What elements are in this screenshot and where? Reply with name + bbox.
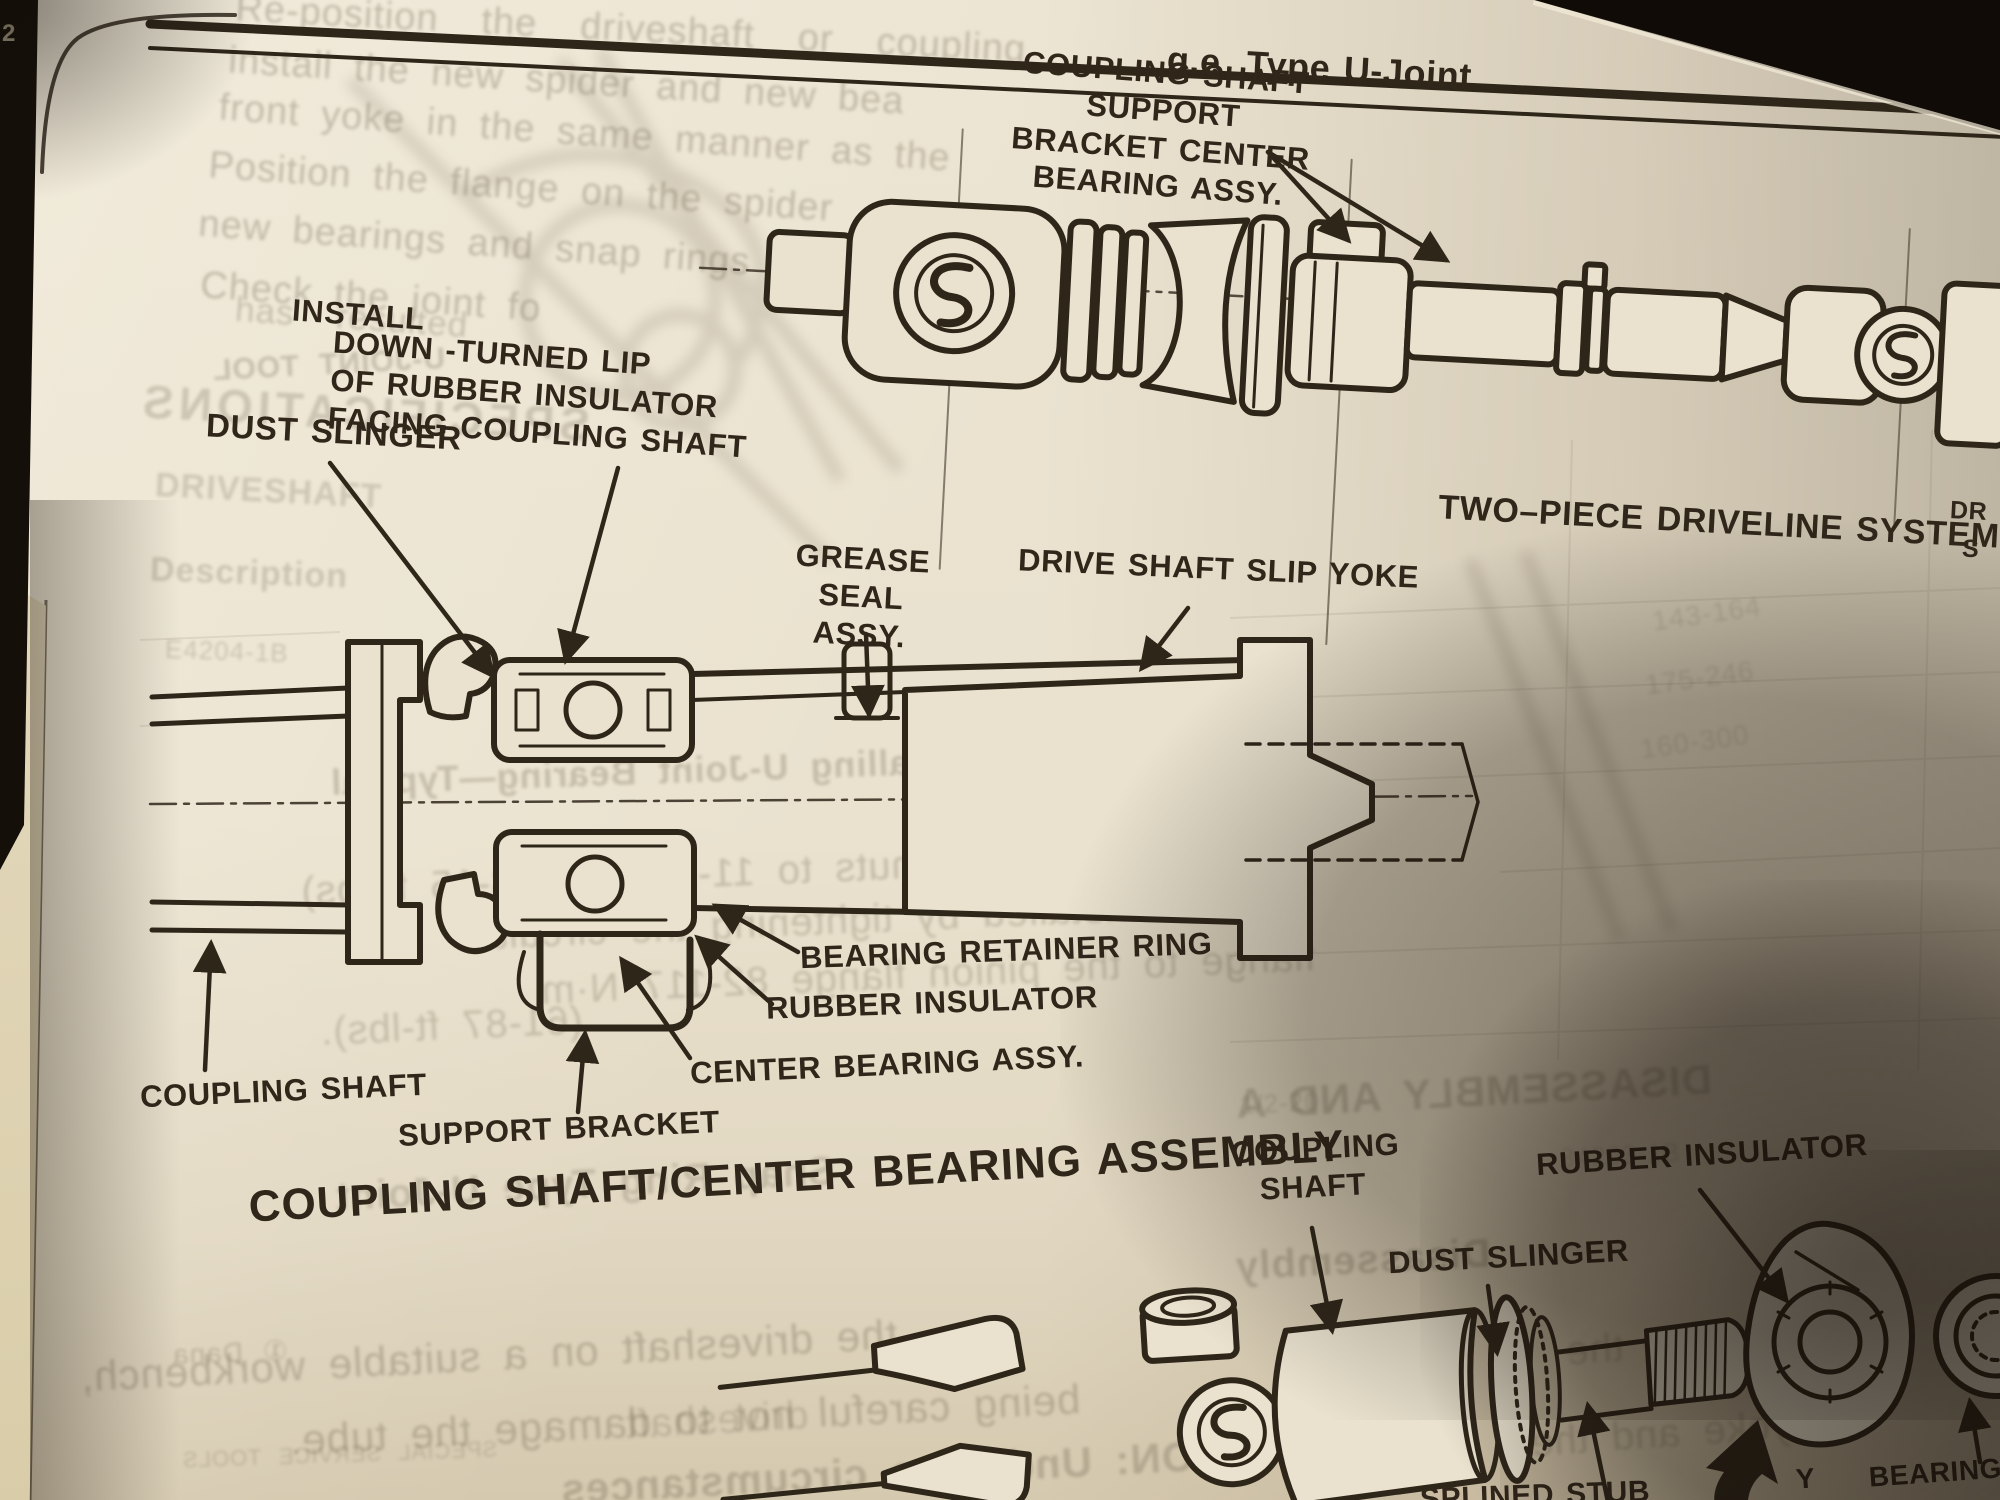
slip-yoke-section	[902, 637, 1480, 961]
u-joint-cross-icon	[893, 232, 1016, 355]
label-coupling-shaft-2: COUPLING SHAFT	[1230, 1126, 1401, 1207]
u-joint-cross-icon	[1176, 1377, 1287, 1488]
label-grease-seal: GREASE SEAL ASSY.	[794, 537, 932, 654]
label-bearing-partial: BEARING A	[1867, 1452, 2000, 1500]
u-joint-cross-icon	[1854, 305, 1953, 404]
rubber-insulator-part	[1743, 1220, 1915, 1448]
top-label-leaders	[1265, 149, 1451, 263]
top-driveline-drawing	[698, 128, 2000, 646]
support-bracket-section	[516, 930, 713, 1032]
edge-partial-s: S	[1961, 534, 1981, 564]
center-bearing-section	[491, 657, 697, 937]
spine-edge-number: 2	[2, 20, 16, 47]
blurred-overlay-ghost	[345, 46, 1679, 943]
label-y-partial: Y	[1794, 1462, 1817, 1495]
label-coupling-shaft-support-bracket: COUPLING SHAFT SUPPORT BRACKET CENTER BE…	[1010, 44, 1312, 213]
bearing-part	[1933, 1273, 2000, 1399]
middle-label-leaders	[192, 460, 1191, 1115]
solid-direction-arrow-icon	[1706, 1420, 1778, 1500]
yoke-boss-cylinder	[1139, 1287, 1240, 1364]
edge-partial-dr: DR	[1949, 496, 1989, 526]
page-edge-line	[28, 599, 48, 1500]
splined-stub-shaft	[1643, 1317, 1751, 1408]
